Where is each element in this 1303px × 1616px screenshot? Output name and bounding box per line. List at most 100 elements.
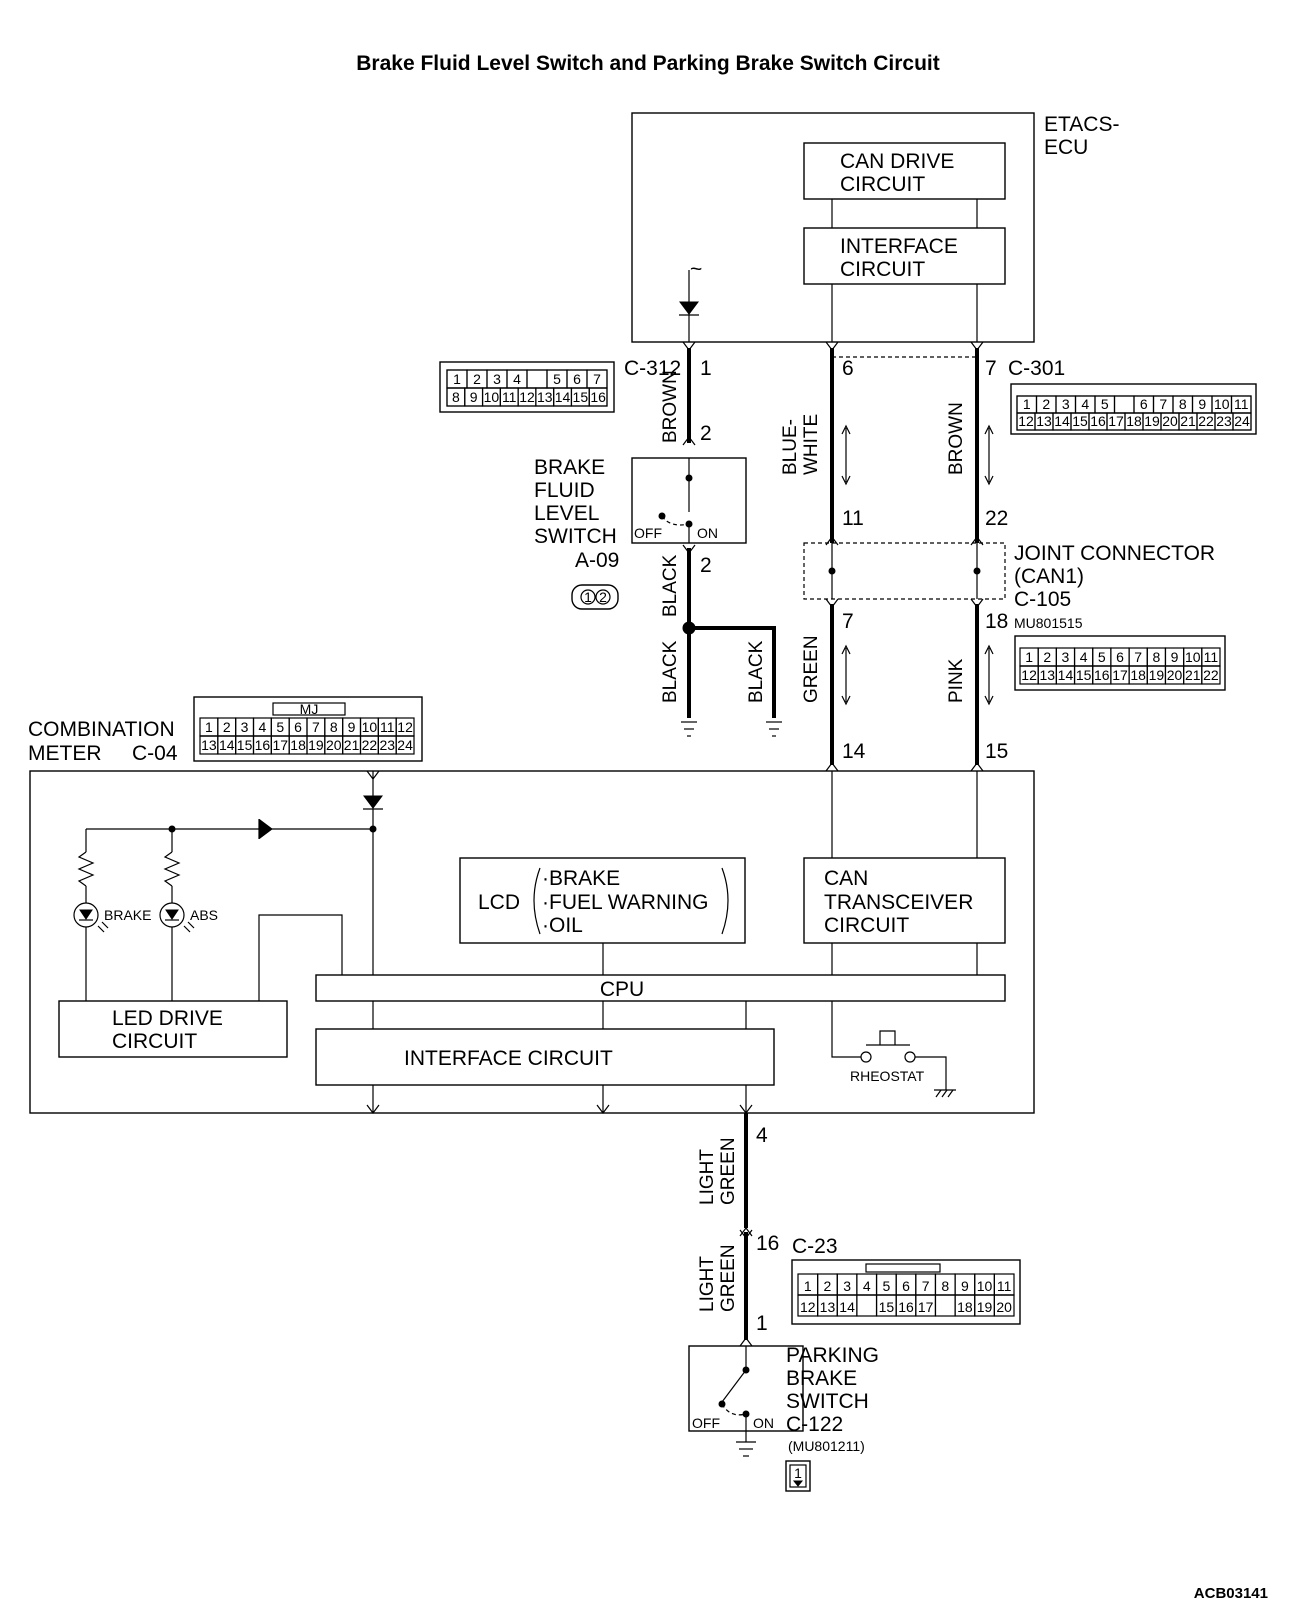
pin-jc-11: 11 xyxy=(842,507,864,530)
rheostat-label: RHEOSTAT xyxy=(850,1068,925,1084)
connector-pin-number: 2 xyxy=(824,1278,832,1294)
c122-part: (MU801211) xyxy=(788,1438,865,1454)
cpu-box xyxy=(315,974,1006,1002)
brake-fluid-on-label: ON xyxy=(697,525,718,541)
connector-pin-number: 7 xyxy=(1134,649,1142,665)
ground-icon xyxy=(766,721,782,737)
connector-pin-number: 10 xyxy=(1214,396,1230,412)
c301-label: C-301 xyxy=(1008,357,1065,380)
connector-pin-number: 21 xyxy=(344,737,360,753)
connector-pin-number: 9 xyxy=(1198,396,1206,412)
wire-label-green: GREEN xyxy=(801,635,822,703)
connector-pin-number: 10 xyxy=(362,719,378,735)
can-transceiver-line-1: CAN xyxy=(824,867,868,890)
brake-fluid-name-3: LEVEL xyxy=(534,502,599,525)
connector-pin-number: 3 xyxy=(1062,396,1070,412)
connector-pin-number: 7 xyxy=(1159,396,1167,412)
connector-pin-number: 18 xyxy=(1126,413,1142,429)
wire-label-pink: PINK xyxy=(946,658,967,703)
lcd-item-fuel: ·FUEL WARNING xyxy=(542,891,708,914)
connector-pin-number: 11 xyxy=(1234,396,1249,412)
connector-pin-number: 17 xyxy=(1112,667,1128,683)
connector-pin-number: 22 xyxy=(1203,667,1219,683)
connector-pin-number: 2 xyxy=(223,719,231,735)
c122-pin: 1 xyxy=(794,1465,802,1481)
connector-pin-number: 21 xyxy=(1180,413,1196,429)
etacs-ecu-box xyxy=(631,112,1035,343)
connector-pin-number: 15 xyxy=(573,389,589,405)
connector-pin-number: 19 xyxy=(1144,413,1160,429)
connector-pin-number: 16 xyxy=(255,737,271,753)
connector-pin-number: 13 xyxy=(1036,413,1052,429)
c23-label: C-23 xyxy=(792,1235,838,1258)
connector-pin-number: 9 xyxy=(961,1278,969,1294)
ground-icon xyxy=(681,721,697,737)
wire-label-black-2: BLACK xyxy=(660,640,681,703)
joint-name-2: (CAN1) xyxy=(1014,565,1084,588)
connector-pin-number: 13 xyxy=(537,389,553,405)
connector-pin-number: 2 xyxy=(1043,649,1051,665)
connector-pin-number: 1 xyxy=(1025,649,1033,665)
connector-pin-number: 8 xyxy=(330,719,338,735)
can-transceiver-line-2: TRANSCEIVER xyxy=(824,891,973,914)
c105-label: C-105 xyxy=(1014,588,1071,611)
connector-pin-number: 22 xyxy=(1198,413,1214,429)
connector-pin-cell xyxy=(856,1294,878,1317)
connector-pin-number: 14 xyxy=(1058,667,1074,683)
parking-name-1: PARKING xyxy=(786,1344,879,1367)
connector-pin-number: 14 xyxy=(839,1299,855,1315)
resistor-icon xyxy=(163,851,181,887)
can-drive-line-1: CAN DRIVE xyxy=(840,150,954,173)
connector-pin-cell xyxy=(1113,395,1135,414)
connector-pin-number: 22 xyxy=(362,737,378,753)
connector-pin-number: 4 xyxy=(863,1278,871,1294)
connector-pin-number: 5 xyxy=(1098,649,1106,665)
connector-pin-cell xyxy=(526,369,548,389)
etacs-diode-icon xyxy=(679,301,699,315)
connector-pin-number: 20 xyxy=(1167,667,1183,683)
connector-pin-number: 8 xyxy=(1152,649,1160,665)
connector-pin-number: 18 xyxy=(1130,667,1146,683)
connector-pin-number: 12 xyxy=(1021,667,1037,683)
parking-name-2: BRAKE xyxy=(786,1367,857,1390)
connector-pin-number: 10 xyxy=(484,389,500,405)
connector-pin-number: 4 xyxy=(259,719,267,735)
bidirectional-arrow-icon xyxy=(984,424,994,486)
chassis-ground-icon xyxy=(934,1089,956,1098)
a09-pin-2: 2 xyxy=(599,589,607,605)
meter-name-2: METER xyxy=(28,742,102,765)
connector-pin-number: 4 xyxy=(513,371,521,387)
parking-on-label: ON xyxy=(753,1415,774,1431)
connector-pin-number: 16 xyxy=(1090,413,1106,429)
connector-pin-number: 12 xyxy=(800,1299,816,1315)
wire-black-branch xyxy=(689,626,776,718)
connector-pin-cell xyxy=(588,387,608,407)
connector-pin-number: 7 xyxy=(593,371,601,387)
meter-diode-icon-2 xyxy=(259,819,273,839)
connector-pin-number: 13 xyxy=(820,1299,836,1315)
connector-pin-number: 7 xyxy=(312,719,320,735)
etacs-name-2: ECU xyxy=(1044,136,1088,159)
can-drive-line-2: CIRCUIT xyxy=(840,173,925,196)
lcd-item-brake: ·BRAKE xyxy=(542,867,620,890)
wire-label-lg2-a: LIGHT xyxy=(697,1256,718,1312)
connector-pin-number: 18 xyxy=(290,737,306,753)
connector-pin-number: 10 xyxy=(977,1278,993,1294)
connector-pin-number: 1 xyxy=(804,1278,812,1294)
connector-pin-number: 19 xyxy=(308,737,324,753)
c122-label: C-122 xyxy=(786,1413,843,1436)
connector-pin-number: 6 xyxy=(902,1278,910,1294)
connector-pin-number: 21 xyxy=(1185,667,1201,683)
connector-pin-cell xyxy=(993,1294,1015,1317)
lcd-label: LCD xyxy=(478,891,520,914)
connector-pin-number: 6 xyxy=(573,371,581,387)
pin-meter-15: 15 xyxy=(985,740,1008,763)
cpu-label: CPU xyxy=(600,978,644,1001)
pin-jc-7: 7 xyxy=(842,610,854,633)
connector-pin-number: 19 xyxy=(977,1299,993,1315)
pin-fluid-top: 2 xyxy=(700,422,712,445)
connector-pin-cell xyxy=(395,735,415,755)
connector-pin-number: 8 xyxy=(941,1278,949,1294)
pin-pbs-1: 1 xyxy=(756,1312,768,1335)
